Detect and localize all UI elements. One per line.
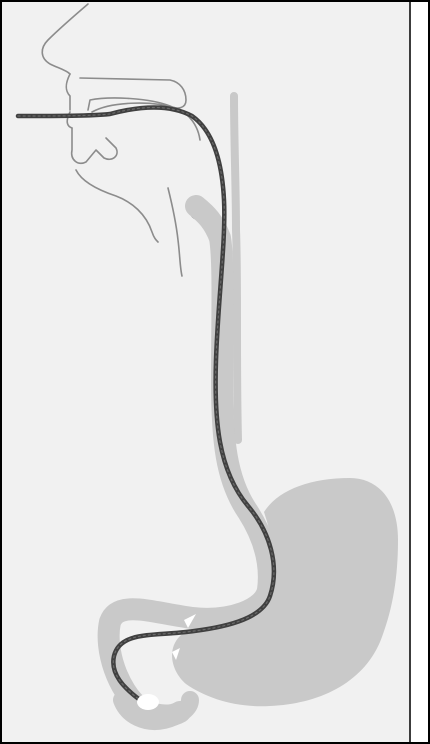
figure-right-margin	[411, 2, 428, 742]
trachea	[234, 96, 238, 440]
endoscope-tip	[137, 694, 159, 710]
